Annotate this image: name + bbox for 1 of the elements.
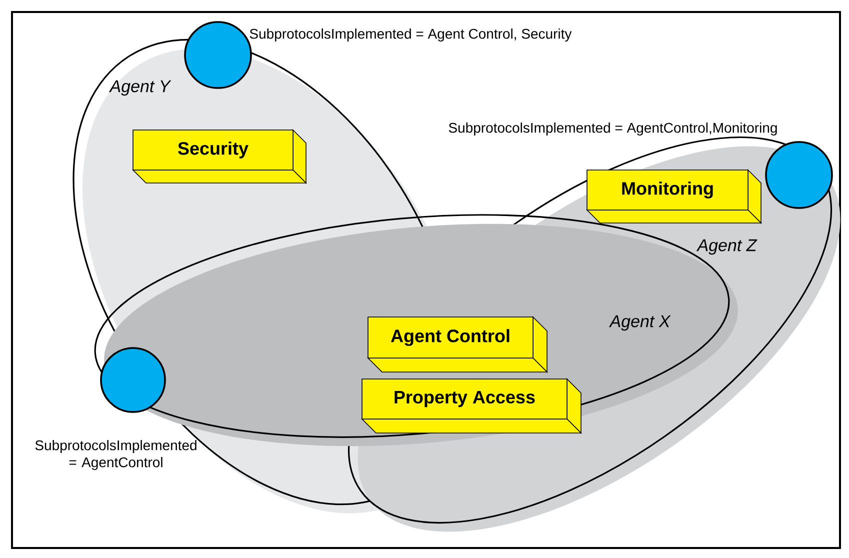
agent-circle xyxy=(184,21,252,89)
